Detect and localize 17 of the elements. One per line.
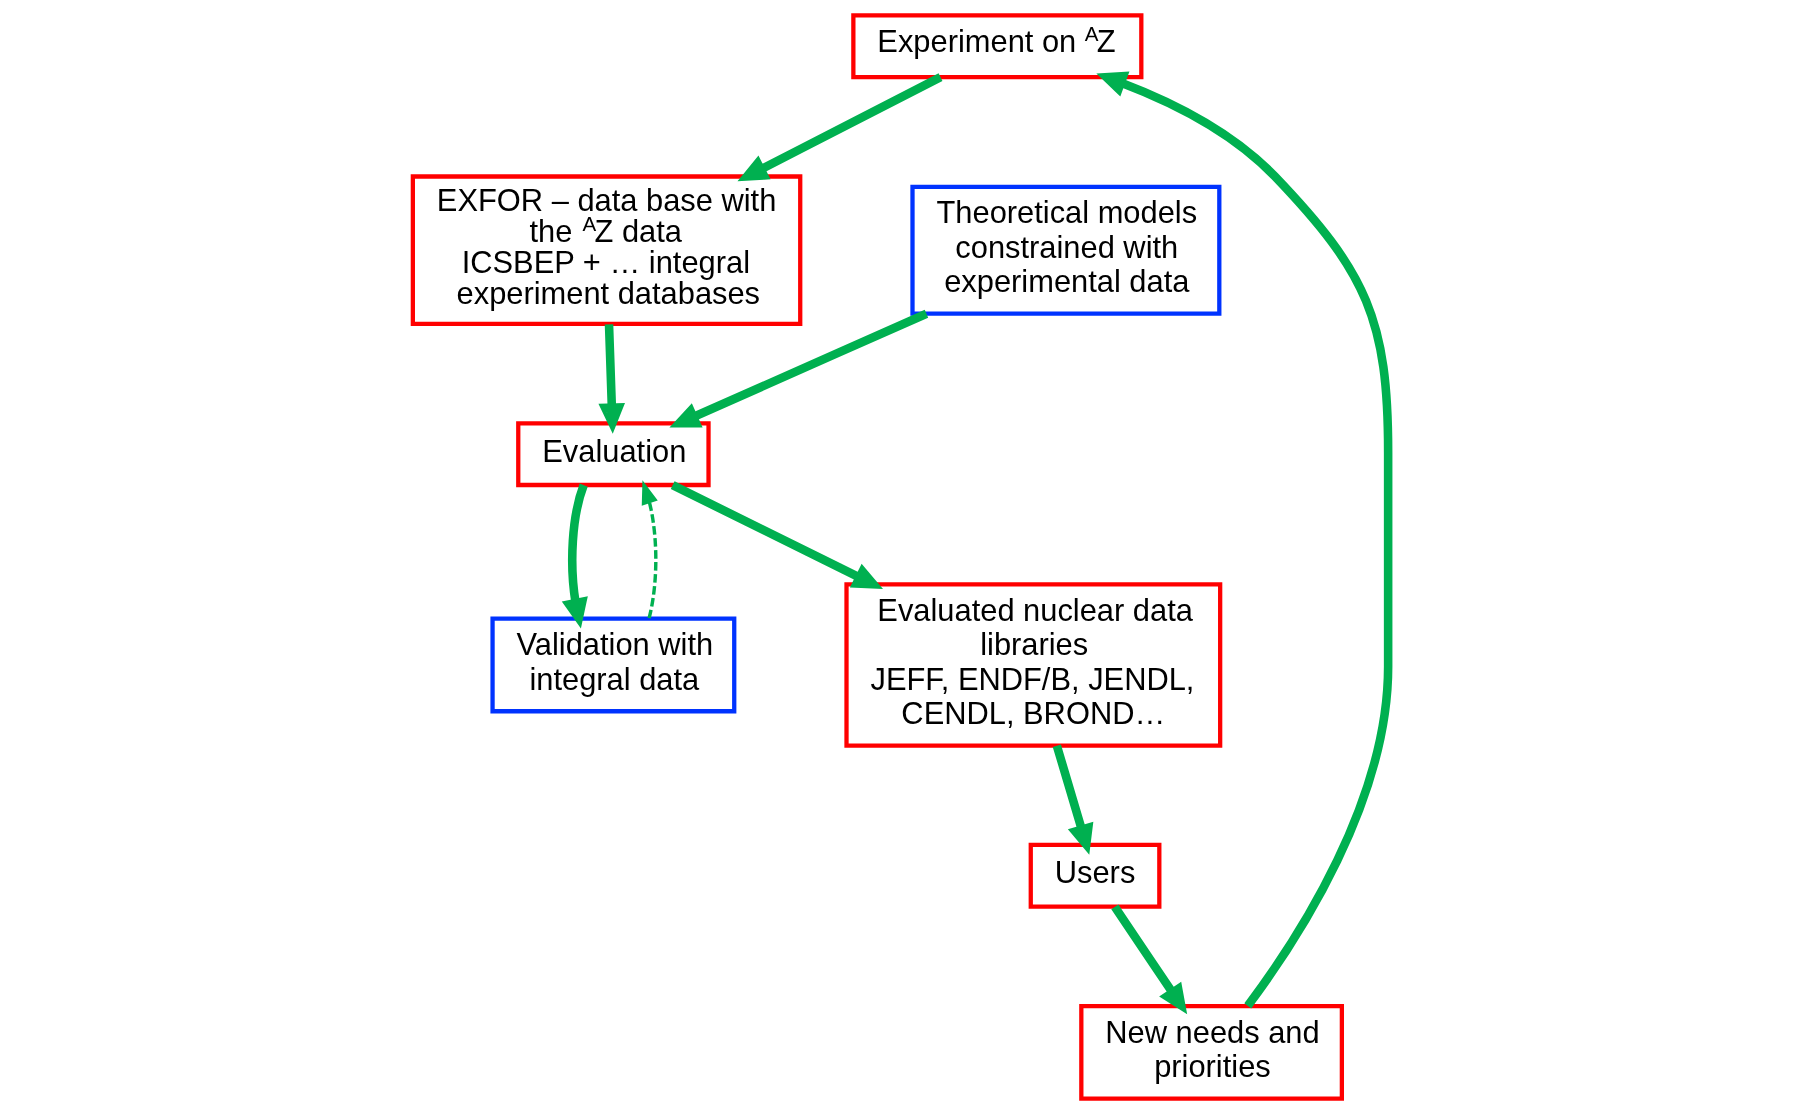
node-box: Experiment on $^{A}$Z — [850, 13, 1143, 80]
arrow — [1095, 71, 1392, 1009]
node-box: Evaluated nuclear data libraries JEFF, ENDF/B, JENDL, CENDL, BROND… — [843, 582, 1222, 748]
arrow — [641, 480, 658, 619]
node-box: Evaluation — [515, 421, 711, 488]
arrow — [668, 309, 928, 428]
node-box: New needs and priorities — [1078, 1003, 1344, 1101]
node-box: EXFOR – data base with the $^{A}$Z data ICSBEP + … integral experiment databases — [410, 174, 802, 327]
node-box: Validation with integral data — [489, 616, 736, 714]
node-box: Users — [1028, 842, 1161, 909]
arrow — [1110, 904, 1187, 1015]
arrow — [561, 483, 588, 629]
node-box: Theoretical models constrained with experimental data — [909, 184, 1221, 316]
arrow — [670, 481, 883, 590]
arrow — [737, 73, 942, 182]
arrow — [1052, 744, 1093, 855]
arrow — [597, 324, 625, 434]
